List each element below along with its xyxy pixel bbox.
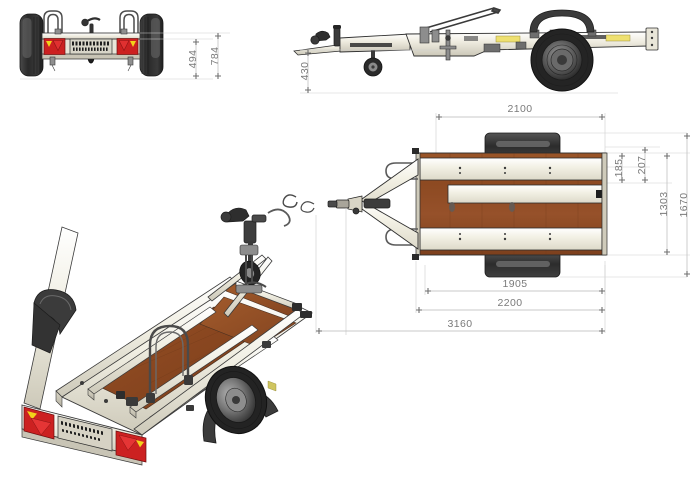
- dimension-1670-label: 1670: [678, 193, 690, 218]
- rear-left-tyre: [19, 13, 44, 77]
- chassis-bolts: [650, 30, 654, 47]
- view-rear-elevation: 494 784: [0, 0, 240, 110]
- dimension-494: 494: [187, 39, 199, 79]
- side-wheel: [530, 28, 594, 92]
- jockey-wheel: [363, 50, 383, 77]
- side-mudguard: [529, 9, 595, 33]
- folding-ramp-rail: [425, 7, 502, 33]
- rear-right-tyre: [139, 13, 164, 77]
- iso-rear-lamp-left: [23, 406, 55, 440]
- licence-plate-text: [72, 41, 109, 51]
- side-decal-rear: [605, 34, 631, 42]
- ramp-pivot-bracket: [419, 26, 440, 44]
- dimension-185: 185: [613, 153, 625, 183]
- dimension-784-label: 784: [209, 47, 221, 66]
- licence-plate-holder: [69, 38, 113, 55]
- plan-drawbar-aframe: [361, 158, 419, 250]
- dimension-2200: 2200: [416, 297, 605, 313]
- iso-rear-lamp-right: [115, 430, 147, 463]
- dimension-2100: 2100: [436, 103, 605, 120]
- plan-rear-crossmember: [601, 152, 608, 256]
- iso-wheel-near: [204, 366, 268, 434]
- dimension-430: 430: [299, 50, 311, 93]
- dimension-2100-label: 2100: [508, 103, 533, 115]
- rear-lamp-left: [43, 38, 66, 55]
- dimension-1905-label: 1905: [503, 278, 528, 290]
- loading-rail-hoops: [43, 10, 139, 36]
- iso-hoop-brackets: [126, 375, 193, 406]
- view-plan: 2100 185 207 1303: [300, 95, 700, 345]
- dimension-494-label: 494: [187, 50, 199, 69]
- wheel-chock: [439, 29, 457, 61]
- plan-rail-fixings: [458, 166, 552, 241]
- dimension-430-label: 430: [299, 62, 311, 81]
- coupling-head: [310, 25, 341, 47]
- iso-licence-plate-text: [61, 421, 103, 441]
- dimension-1670: 1670: [678, 133, 690, 277]
- dimension-2200-label: 2200: [498, 297, 523, 309]
- iso-loading-hoop-inner: [155, 331, 184, 394]
- dimension-3160: 3160: [316, 318, 605, 334]
- iso-coupling-head: [220, 207, 291, 244]
- dimension-784: 784: [209, 33, 221, 79]
- side-small-decal: [464, 36, 478, 41]
- iso-safety-cable: [282, 194, 298, 208]
- view-side-elevation: 430: [288, 0, 700, 110]
- dimension-185-label: 185: [613, 159, 625, 178]
- side-decal-front: [495, 35, 521, 43]
- side-brand-decal: [568, 35, 606, 39]
- plan-rail-bottom: [419, 227, 603, 251]
- dimension-3160-label: 3160: [448, 318, 473, 330]
- dimension-207-label: 207: [636, 156, 648, 175]
- rear-dim-extension-lines: [20, 32, 230, 80]
- iso-licence-plate: [57, 415, 113, 452]
- dimension-1303: 1303: [658, 153, 670, 255]
- dimension-207: 207: [636, 147, 648, 183]
- plan-rail-top: [419, 157, 603, 181]
- rear-brackets: [49, 28, 134, 72]
- iso-front-corner-brackets: [116, 303, 312, 399]
- rear-lamp-right: [116, 38, 139, 55]
- drawbar-decal: [350, 43, 392, 47]
- plan-coupling-head: [300, 195, 391, 215]
- view-isometric-3d: [0, 185, 340, 477]
- plan-rail-centre: [447, 184, 603, 204]
- iso-deck-fittings: [80, 341, 277, 411]
- side-dim-extension-lines: [300, 49, 618, 94]
- plan-rear-fitting: [596, 190, 602, 198]
- iso-loading-hoop: [148, 324, 190, 398]
- iso-chock-bracket: [235, 244, 263, 294]
- dimension-1303-label: 1303: [658, 192, 670, 217]
- dimension-1905: 1905: [425, 278, 605, 294]
- plan-deck-hardware: [449, 202, 515, 212]
